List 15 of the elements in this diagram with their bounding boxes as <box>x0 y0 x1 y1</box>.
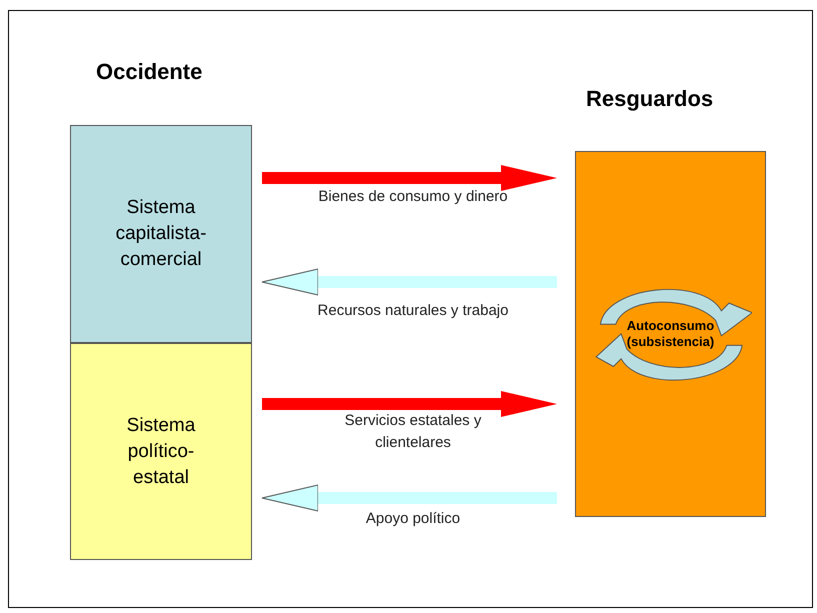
node-label: Autoconsumo (subsistencia) <box>626 318 716 350</box>
column-heading: Occidente <box>96 58 202 86</box>
node-label: Sistema capitalista-comercial <box>114 196 208 272</box>
system-box <box>70 125 252 343</box>
flow-arrow <box>262 484 557 512</box>
edge-label: Bienes de consumo y dinero <box>317 187 509 207</box>
system-box <box>70 343 252 560</box>
flow-arrow <box>262 268 557 296</box>
flow-arrow <box>262 165 557 191</box>
edge-label: Servicios estatales y clientelares <box>344 411 482 453</box>
edge-label: Apoyo político <box>364 509 462 529</box>
column-heading: Resguardos <box>586 85 714 113</box>
flow-arrow <box>262 391 557 417</box>
edge-label: Recursos naturales y trabajo <box>316 301 510 321</box>
node-label: Sistema político-estatal <box>126 414 196 490</box>
